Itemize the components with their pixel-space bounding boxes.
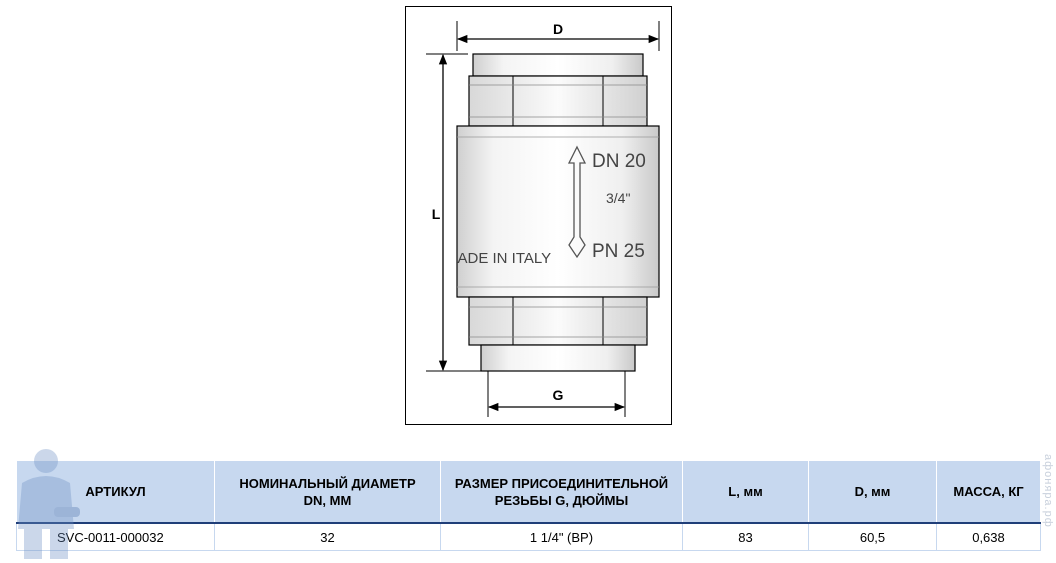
dimension-d: D xyxy=(456,21,660,51)
stamp-origin: MADE IN ITALY xyxy=(445,250,551,267)
dimension-d-label: D xyxy=(553,21,563,37)
table-row: SVC-0011-000032 32 1 1/4" (ВР) 83 60,5 0… xyxy=(16,522,1041,551)
valve-body xyxy=(456,53,660,372)
cell-diameter: 60,5 xyxy=(808,522,937,551)
stamp-size: 3/4" xyxy=(606,190,630,206)
valve-diagram: D L xyxy=(426,21,660,417)
stamp-dn: DN 20 xyxy=(592,151,646,172)
mascot-watermark-icon xyxy=(18,449,80,559)
cell-article: SVC-0011-000032 xyxy=(16,522,215,551)
dimension-l-label: L xyxy=(432,206,441,222)
header-mass: МАССА, КГ xyxy=(936,460,1041,524)
site-watermark: афоняра.рф xyxy=(1042,454,1054,528)
header-length: L, мм xyxy=(682,460,809,524)
stamp-pn: PN 25 xyxy=(592,241,645,262)
header-article: АРТИКУЛ xyxy=(16,460,215,524)
dimension-g: G xyxy=(487,371,626,417)
flow-arrow xyxy=(567,145,587,259)
cell-length: 83 xyxy=(682,522,809,551)
dimension-g-label: G xyxy=(553,387,564,403)
header-diameter: D, мм xyxy=(808,460,937,524)
valve-drawing: D L xyxy=(405,6,672,425)
cell-mass: 0,638 xyxy=(936,522,1041,551)
dimension-l: L xyxy=(426,53,486,372)
cell-thread-size: 1 1/4" (ВР) xyxy=(440,522,683,551)
cell-nominal-diameter: 32 xyxy=(214,522,441,551)
